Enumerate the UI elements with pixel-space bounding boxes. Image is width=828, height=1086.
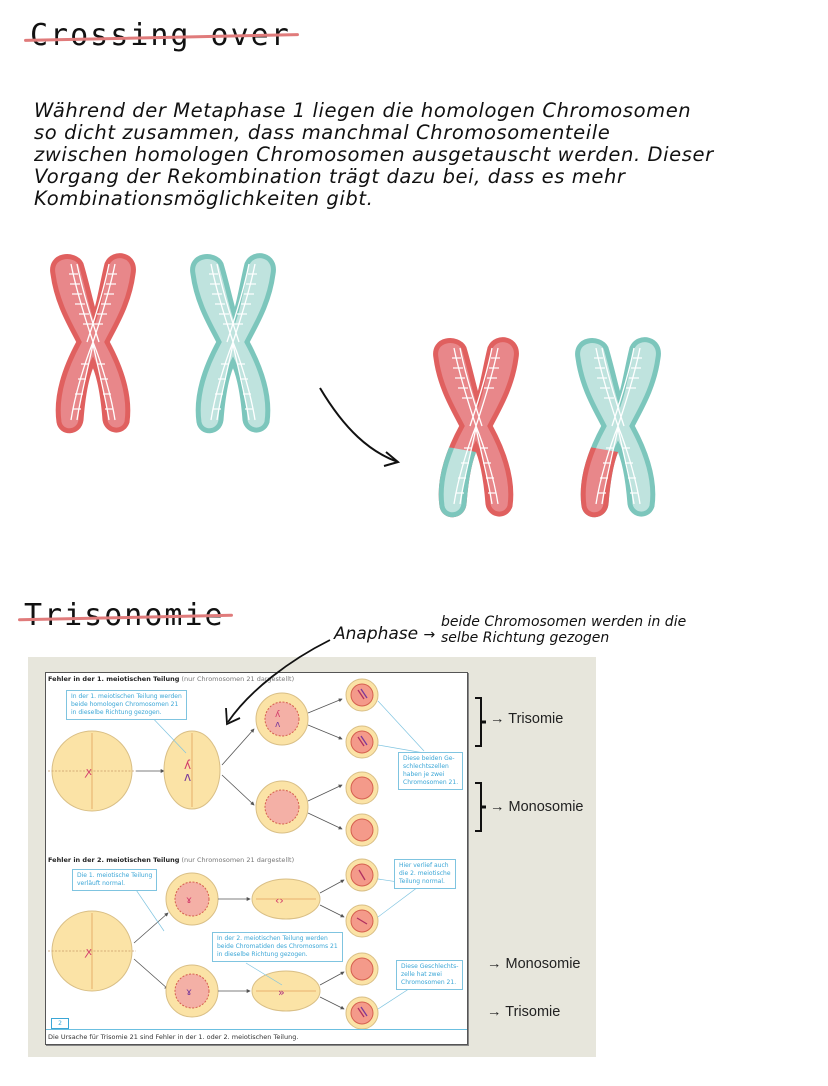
result-monosomie-1: → Monosomie	[490, 799, 584, 815]
paragraph-line: zwischen homologen Chromosomen ausgetaus…	[34, 143, 714, 166]
recombined-red-chromosome	[436, 340, 517, 515]
teal-chromosome	[193, 256, 274, 431]
crossing-over-heading: Crossing over	[23, 18, 299, 53]
monosomie-bracket	[475, 782, 482, 832]
textbook-figure-card: Fehler in der 1. meiotischen Teilung (nu…	[45, 672, 468, 1045]
result-trisomie-2: → Trisomie	[487, 1004, 561, 1020]
crossing-over-paragraph: Während der Metaphase 1 liegen die homol…	[34, 100, 714, 210]
callout-second-division-normal: Hier verlief auch die 2. meiotische Teil…	[394, 859, 456, 889]
result-trisomie-1: → Trisomie	[490, 711, 564, 727]
svg-text:»: »	[278, 986, 285, 999]
figure-number: 2	[51, 1018, 69, 1029]
recombined-teal-chromosome	[578, 340, 659, 515]
svg-text:ꭗ: ꭗ	[84, 765, 92, 778]
anaphase-label: Anaphase →	[334, 624, 436, 644]
svg-text:‹›: ‹›	[275, 894, 284, 907]
callout-gamete-two-chromosomes: Diese Geschlechts- zelle hat zwei Chromo…	[396, 960, 464, 990]
svg-text:ʎ: ʎ	[275, 710, 281, 720]
svg-text:ʎ: ʎ	[184, 758, 191, 772]
svg-text:ʌ: ʌ	[275, 720, 281, 730]
trisomie-heading: Trisonomie	[17, 598, 233, 633]
svg-text:ʌ: ʌ	[184, 770, 191, 784]
svg-text:ɤ: ɤ	[186, 895, 192, 906]
callout-second-division-error: In der 2. meiotischen Teilung werden bei…	[212, 932, 343, 962]
paragraph-line: so dicht zusammen, dass manchmal Chromos…	[34, 121, 611, 144]
svg-text:ɤ: ɤ	[186, 987, 192, 998]
callout-first-division-normal: Die 1. meiotische Teilung verläuft norma…	[72, 869, 158, 891]
red-chromosome	[53, 256, 134, 431]
chromosome-illustration	[0, 230, 828, 550]
callout-two-chromosomes: Diese beiden Ge- schlechtszellen haben j…	[398, 752, 464, 790]
textbook-figure-panel: Fehler in der 1. meiotischen Teilung (nu…	[28, 657, 596, 1057]
paragraph-line: Kombinationsmöglichkeiten gibt.	[34, 187, 374, 210]
caption-divider	[46, 1029, 467, 1030]
callout-first-division-error: In der 1. meiotischen Teilung werden bei…	[66, 690, 187, 720]
anaphase-note: beide Chromosomen werden in die selbe Ri…	[441, 614, 687, 646]
paragraph-line: Während der Metaphase 1 liegen die homol…	[34, 99, 692, 122]
trisomie-bracket	[475, 697, 482, 747]
figure-caption: Die Ursache für Trisomie 21 sind Fehler …	[48, 1033, 299, 1041]
svg-text:ꭗ: ꭗ	[84, 945, 92, 958]
meiosis-diagram: ꭗ ʎ ʌ ʎ ʌ	[48, 678, 425, 1030]
paragraph-line: Vorgang der Rekombination trägt dazu bei…	[34, 165, 626, 188]
result-monosomie-2: → Monosomie	[487, 956, 581, 972]
section-2-title: Fehler in der 2. meiotischen Teilung (nu…	[48, 856, 295, 864]
curved-arrow-icon	[319, 387, 399, 463]
